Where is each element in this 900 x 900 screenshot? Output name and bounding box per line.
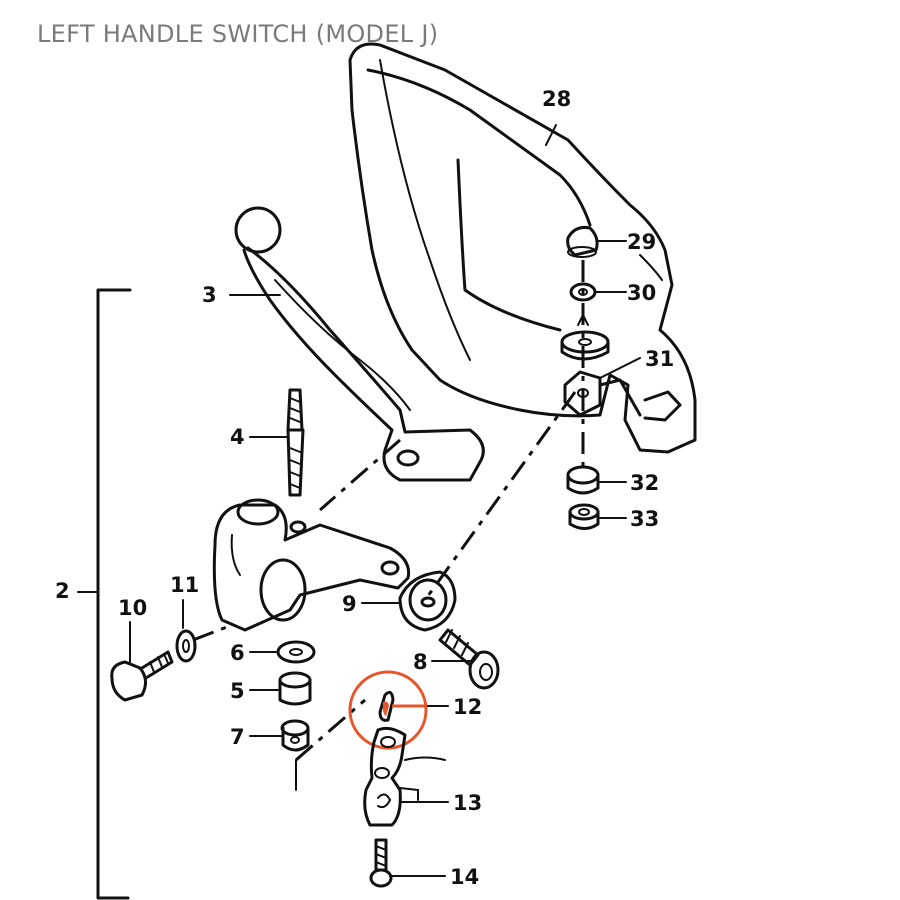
label-part-11: 11: [170, 573, 199, 597]
nut-part-7[interactable]: [249, 719, 310, 752]
label-part-29: 29: [627, 230, 656, 254]
label-part-6: 6: [230, 641, 245, 665]
grommet-bush: [560, 312, 610, 361]
washer-part-6[interactable]: [249, 640, 316, 664]
label-part-9: 9: [342, 592, 357, 616]
clutch-lever-part-3[interactable]: [229, 206, 485, 482]
hand-guard-part-28[interactable]: [348, 42, 697, 454]
label-part-28: 28: [542, 87, 571, 111]
switch-part-13[interactable]: [363, 726, 449, 827]
label-part-30: 30: [627, 281, 656, 305]
bolt-part-10[interactable]: [110, 621, 174, 702]
cap-nut-part-29[interactable]: [566, 226, 627, 258]
label-part-10: 10: [118, 596, 147, 620]
label-part-32: 32: [630, 471, 659, 495]
label-part-31: 31: [645, 347, 674, 371]
washer-part-11[interactable]: [175, 599, 197, 663]
label-part-3: 3: [202, 283, 217, 307]
nut-part-32[interactable]: [566, 465, 627, 495]
lever-holder-clamp[interactable]: [212, 498, 411, 632]
label-part-14: 14: [450, 865, 479, 889]
label-part-12: 12: [453, 695, 482, 719]
nut-part-33[interactable]: [568, 503, 627, 530]
label-part-13: 13: [453, 791, 482, 815]
spacer-part-5[interactable]: [249, 671, 312, 706]
label-part-4: 4: [230, 425, 245, 449]
bolt-part-8[interactable]: [431, 628, 500, 690]
stud-bolt-part-4[interactable]: [249, 388, 305, 497]
washer-part-30[interactable]: [569, 282, 627, 302]
label-part-2: 2: [55, 579, 70, 603]
pivot-collar-part-9[interactable]: [361, 570, 457, 632]
label-part-33: 33: [630, 507, 659, 531]
label-part-7: 7: [230, 725, 245, 749]
bracket-part-31[interactable]: [563, 357, 641, 417]
assembly-bracket: [77, 288, 132, 900]
clip-part-12[interactable]: [348, 670, 449, 750]
label-part-8: 8: [413, 650, 428, 674]
assembly-lines: [192, 260, 585, 791]
label-part-5: 5: [230, 679, 245, 703]
screw-part-14[interactable]: [369, 838, 446, 888]
